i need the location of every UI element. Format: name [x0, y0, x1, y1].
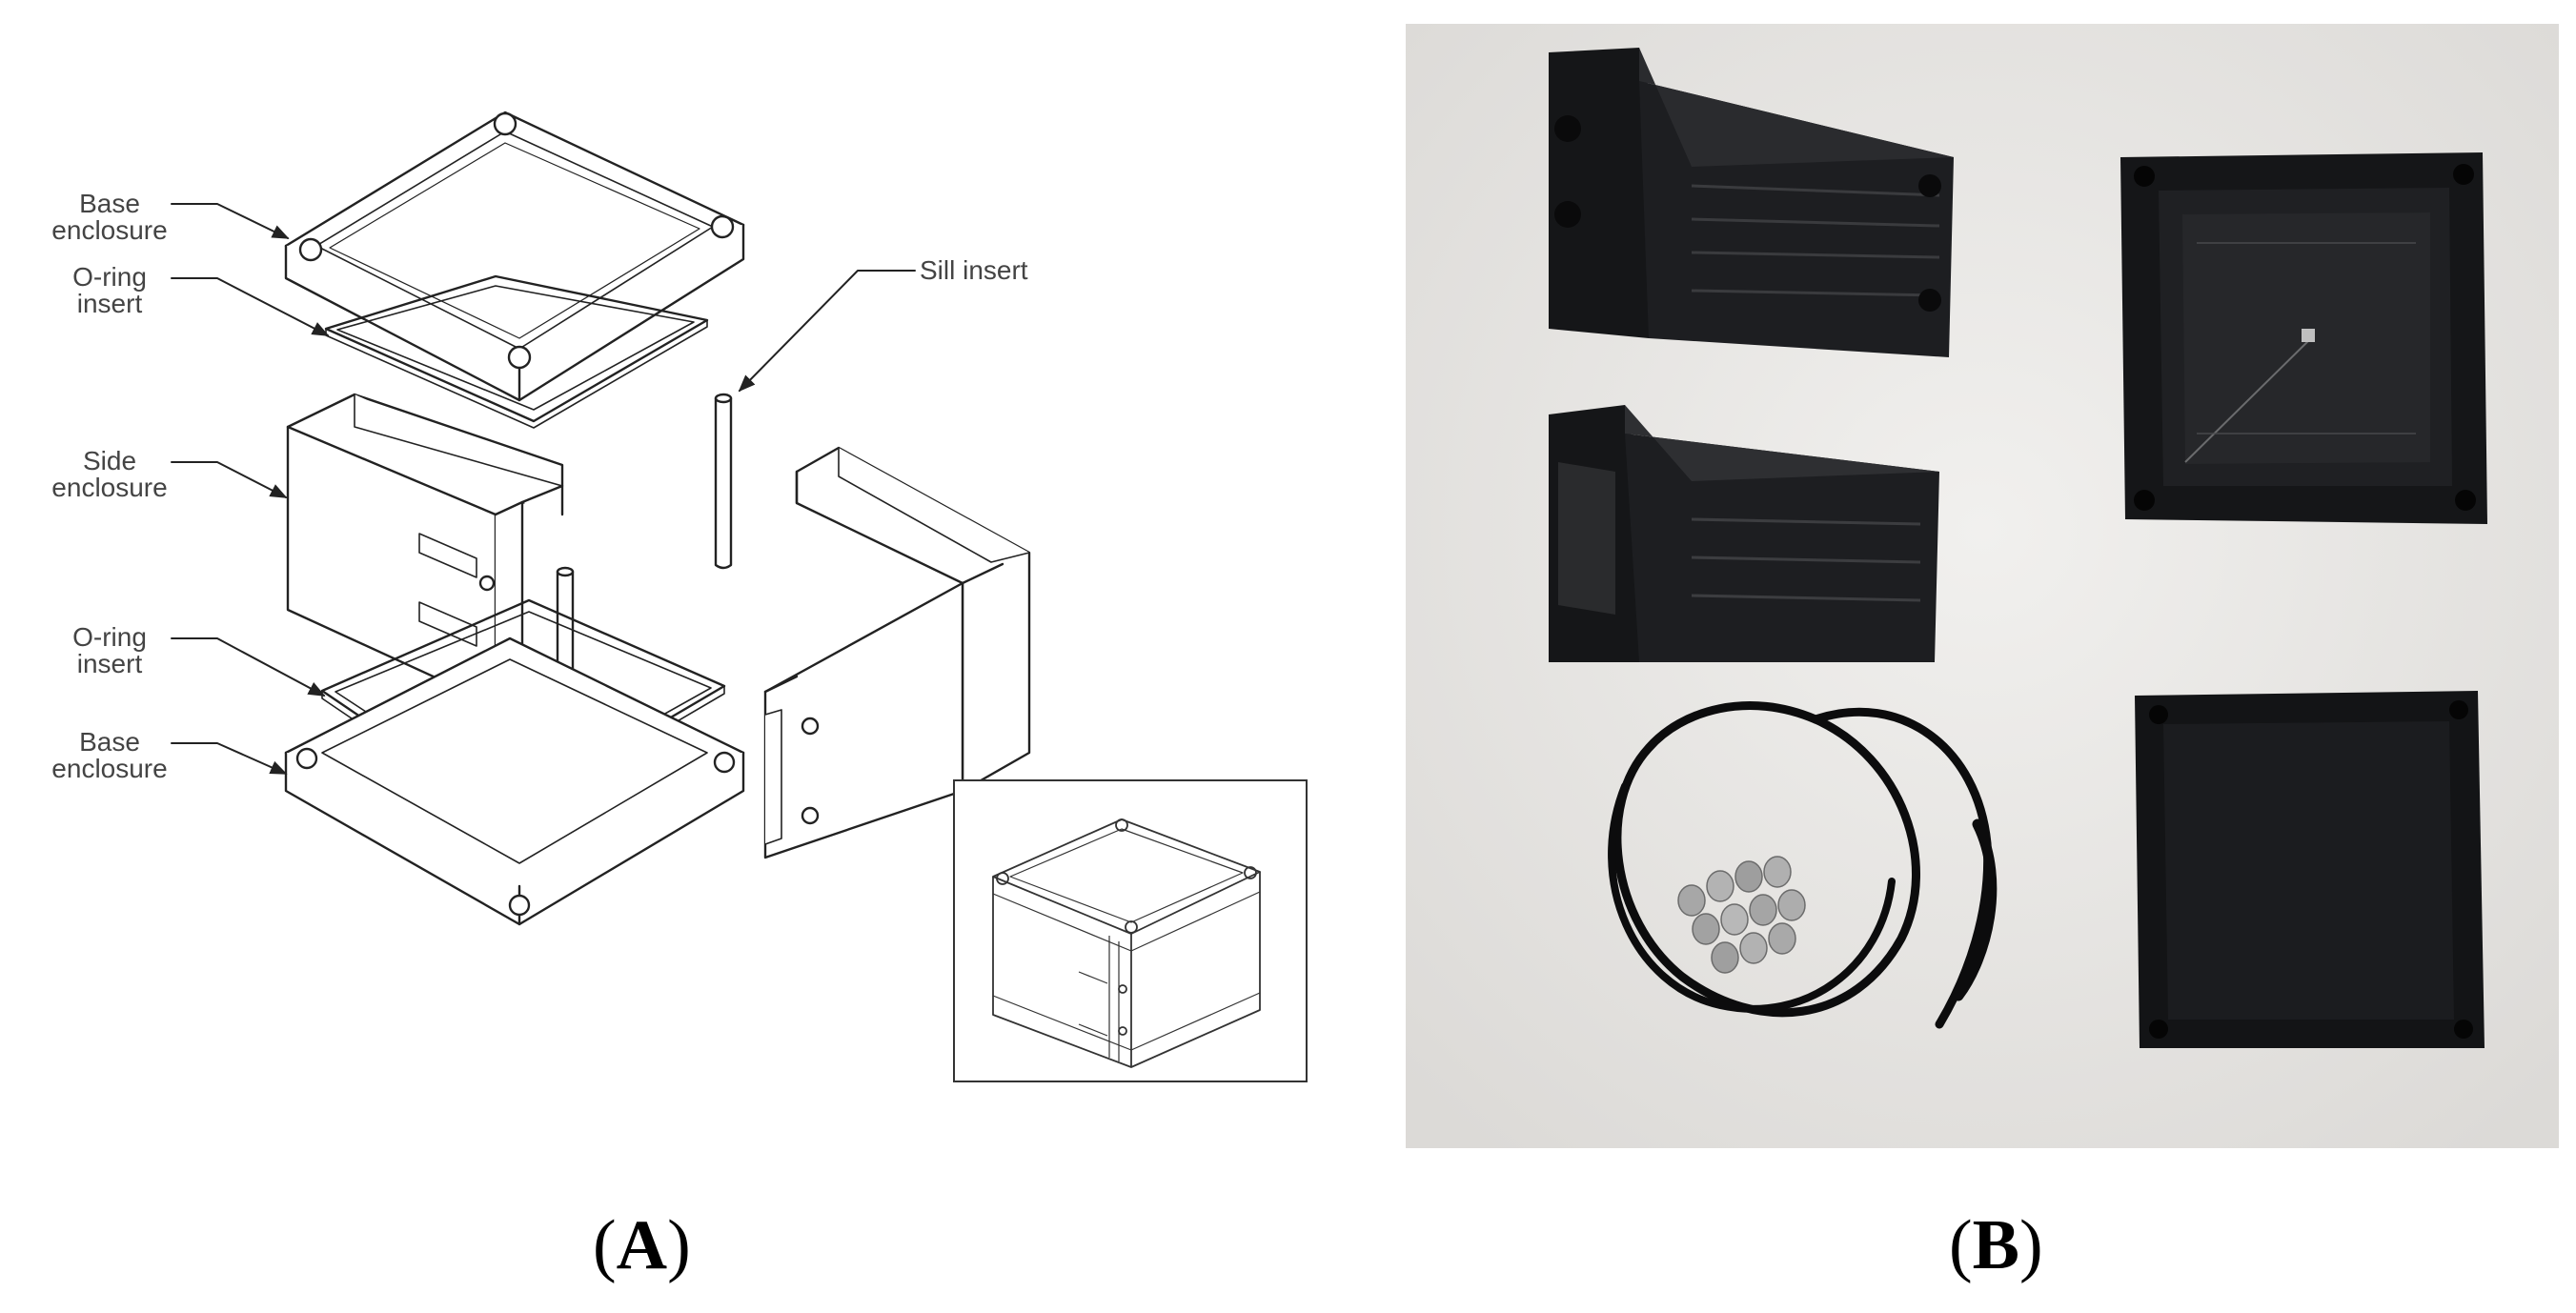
label-oring-insert-bottom: O-ring insert: [72, 622, 147, 678]
photo-base-enclosure-lower: [2135, 691, 2485, 1048]
leader-arrows: [171, 203, 916, 775]
photo-side-enclosure-lower: [1549, 405, 1939, 662]
photo-drawing: [1406, 24, 2559, 1148]
photo-side-enclosure-upper: [1549, 48, 1954, 357]
exploded-drawing: [171, 111, 1031, 926]
right-side-enclosure: [763, 446, 1031, 859]
bottom-base-enclosure: [284, 636, 745, 926]
photo-metal-pellets: [1677, 856, 1806, 974]
photo-oring-cords: [1608, 701, 1998, 1029]
label-base-enclosure-top: Base enclosure: [51, 189, 168, 245]
panel-b-photo: [1406, 24, 2559, 1148]
photo-base-enclosure-upper: [2120, 152, 2487, 524]
assembled-cube-drawing: [992, 818, 1261, 1068]
left-side-enclosure: [286, 393, 564, 707]
panel-b-letter: (B): [1949, 1206, 2043, 1284]
sill-insert: [714, 393, 733, 570]
assembled-inset: [953, 779, 1308, 1082]
label-side-enclosure: Side enclosure: [51, 446, 168, 502]
label-sill-insert: Sill insert: [920, 255, 1028, 285]
panel-a-letter: (A): [593, 1206, 691, 1284]
label-base-enclosure-bottom: Base enclosure: [51, 727, 168, 783]
top-base-enclosure: [284, 111, 745, 402]
label-oring-insert-top: O-ring insert: [72, 262, 147, 318]
